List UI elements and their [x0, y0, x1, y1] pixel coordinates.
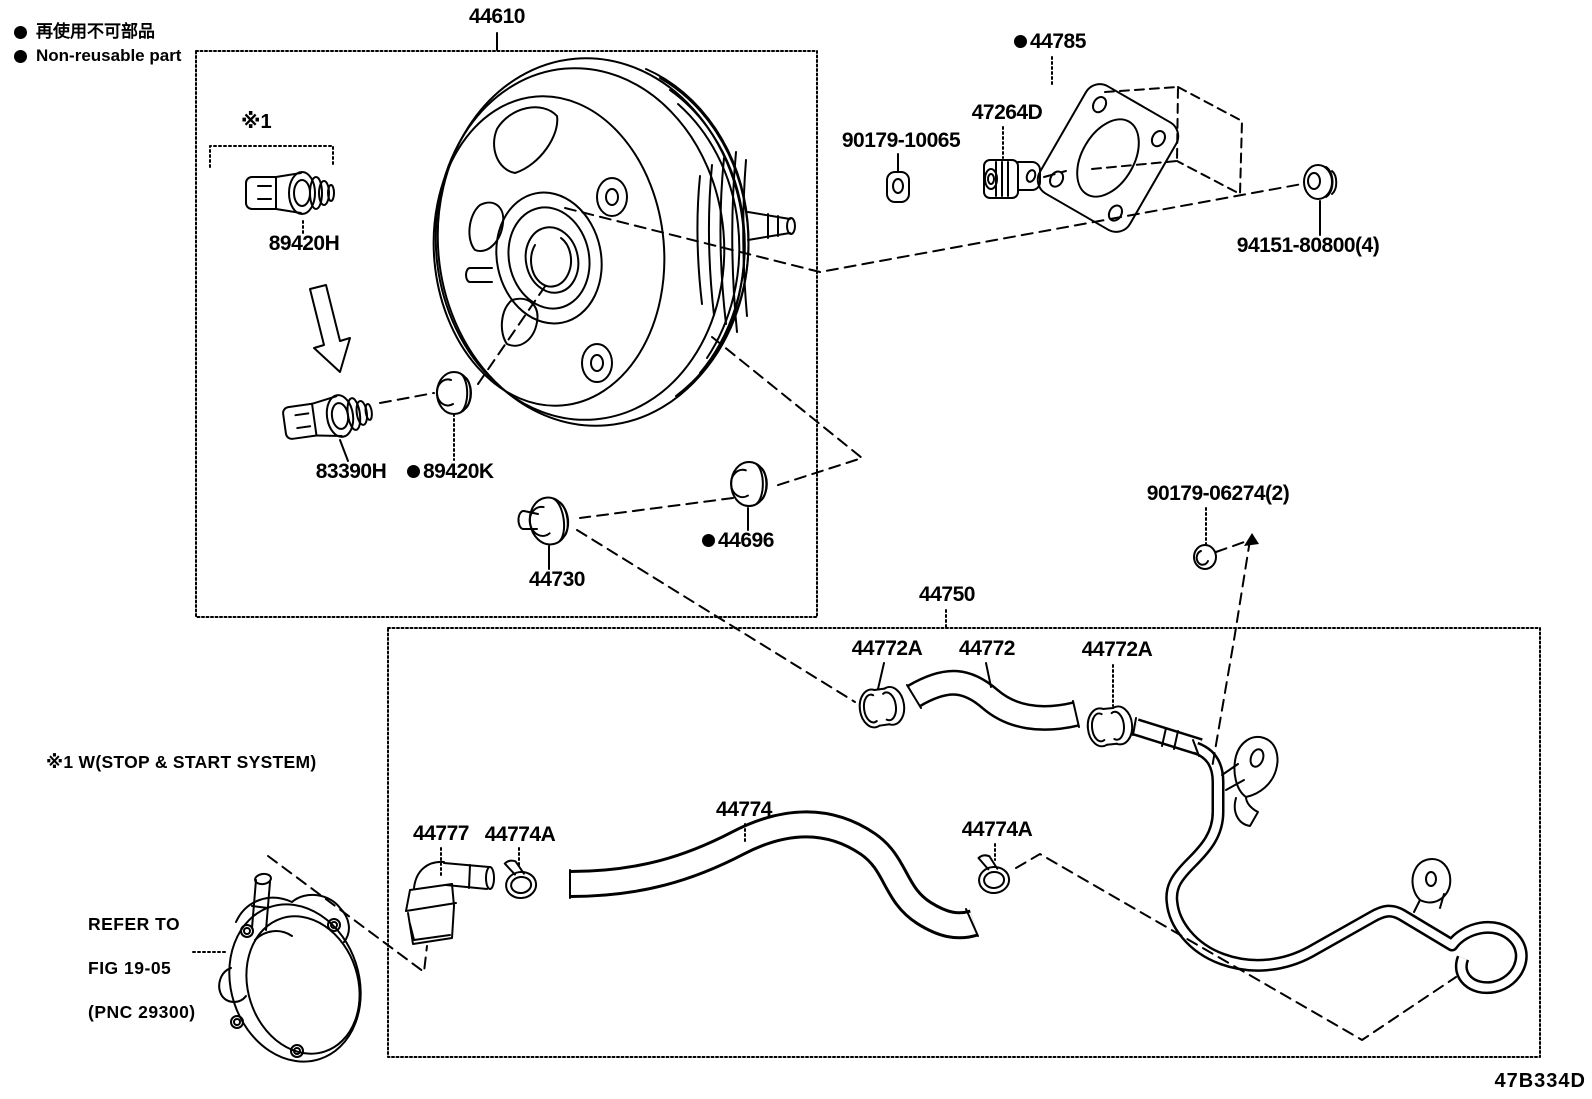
refer-line3: (PNC 29300)	[88, 1002, 196, 1022]
label-leaders-solid	[340, 33, 1320, 689]
hose-44774-drawing	[570, 824, 978, 936]
legend-row-en: Non-reusable part	[14, 44, 181, 68]
nut-94151-80800-drawing	[1304, 165, 1336, 199]
legend-row-jp: 再使用不可部品	[14, 20, 181, 44]
part-label-89420K-text: 89420K	[423, 460, 494, 483]
nut-90179-10065-drawing	[887, 172, 909, 202]
hose-44772-drawing	[907, 683, 1079, 727]
clamp-44774A-left-drawing	[502, 857, 539, 901]
insert-direction-arrow	[310, 285, 350, 372]
figure-code: 47B334D	[1494, 1070, 1586, 1092]
sensor-89420H-drawing	[245, 171, 335, 215]
vacuum-pipe-44750-drawing	[1172, 740, 1522, 988]
part-label-44750: 44750	[919, 583, 975, 606]
grommet-89420K-drawing	[435, 371, 472, 415]
clamp-47264D-drawing	[984, 160, 1040, 198]
dashed-arrowhead	[1244, 533, 1259, 546]
sensor-83390H-drawing	[280, 389, 376, 446]
non-reusable-bullet-icon	[14, 49, 27, 63]
gasket-44785-drawing	[1032, 78, 1184, 237]
grommet-44730-drawing	[518, 493, 573, 549]
note1-marker: ※1	[241, 111, 272, 133]
refer-line1: REFER TO	[88, 914, 181, 934]
nut-90179-06274-drawing	[1194, 545, 1216, 569]
note1-bracket	[210, 146, 333, 167]
part-label-89420H: 89420H	[268, 232, 340, 255]
part-label-89420K: 89420K	[407, 461, 494, 482]
part-label-44772: 44772	[959, 637, 1015, 660]
brake-booster-drawing	[421, 45, 795, 438]
part-label-44774A-1: 44774A	[484, 823, 556, 846]
part-label-44785: 44785	[1014, 31, 1086, 52]
pipe-bracket-lower-drawing	[1413, 859, 1451, 912]
upper-frame-44610	[196, 51, 817, 617]
part-label-44774A-2: 44774A	[961, 818, 1033, 841]
part-label-44785-text: 44785	[1030, 30, 1086, 53]
part-label-44696-text: 44696	[718, 529, 774, 552]
legend: 再使用不可部品 Non-reusable part	[14, 20, 181, 68]
part-label-44772A-1: 44772A	[851, 637, 923, 660]
refer-note: REFER TO FIG 19-05 (PNC 29300)	[88, 913, 196, 1023]
clamp-44772A-left-drawing	[856, 684, 908, 731]
part-label-94151-80800: 94151-80800(4)	[1236, 234, 1380, 257]
part-label-47264D: 47264D	[971, 101, 1043, 124]
part-label-90179-10065: 90179-10065	[841, 129, 961, 152]
part-label-90179-06274: 90179-06274(2)	[1146, 482, 1290, 505]
vacuum-pump-drawing	[209, 873, 380, 1079]
part-label-44610: 44610	[469, 5, 525, 28]
lower-frame-44750	[388, 628, 1540, 1057]
part-label-44696: 44696	[702, 530, 774, 551]
part-label-83390H: 83390H	[315, 460, 387, 483]
elbow-44777-drawing	[406, 862, 494, 944]
non-reusable-bullet-icon	[702, 534, 715, 547]
gasket-mount-dashed-box	[1092, 87, 1242, 194]
legend-en-text: Non-reusable part	[36, 46, 182, 65]
part-label-44777: 44777	[413, 822, 469, 845]
non-reusable-bullet-icon	[14, 25, 27, 39]
non-reusable-bullet-icon	[1014, 35, 1027, 48]
refer-line2: FIG 19-05	[88, 958, 172, 978]
pipe-stub-drawing	[1133, 718, 1200, 749]
part-label-44730: 44730	[529, 568, 585, 591]
part-label-44772A-2: 44772A	[1081, 638, 1153, 661]
grommet-44696-drawing	[730, 460, 768, 508]
label-leaders-dotted	[193, 57, 1206, 952]
pipe-bracket-upper-drawing	[1222, 737, 1278, 826]
legend-jp-text: 再使用不可部品	[36, 22, 155, 41]
clamp-44774A-right-drawing	[976, 852, 1011, 896]
assembly-dashed-lines	[268, 171, 1456, 1040]
clamp-44772A-right-drawing	[1084, 704, 1135, 749]
stop-start-note: ※1 W(STOP & START SYSTEM)	[46, 752, 317, 772]
non-reusable-bullet-icon	[407, 465, 420, 478]
part-label-44774: 44774	[716, 798, 772, 821]
